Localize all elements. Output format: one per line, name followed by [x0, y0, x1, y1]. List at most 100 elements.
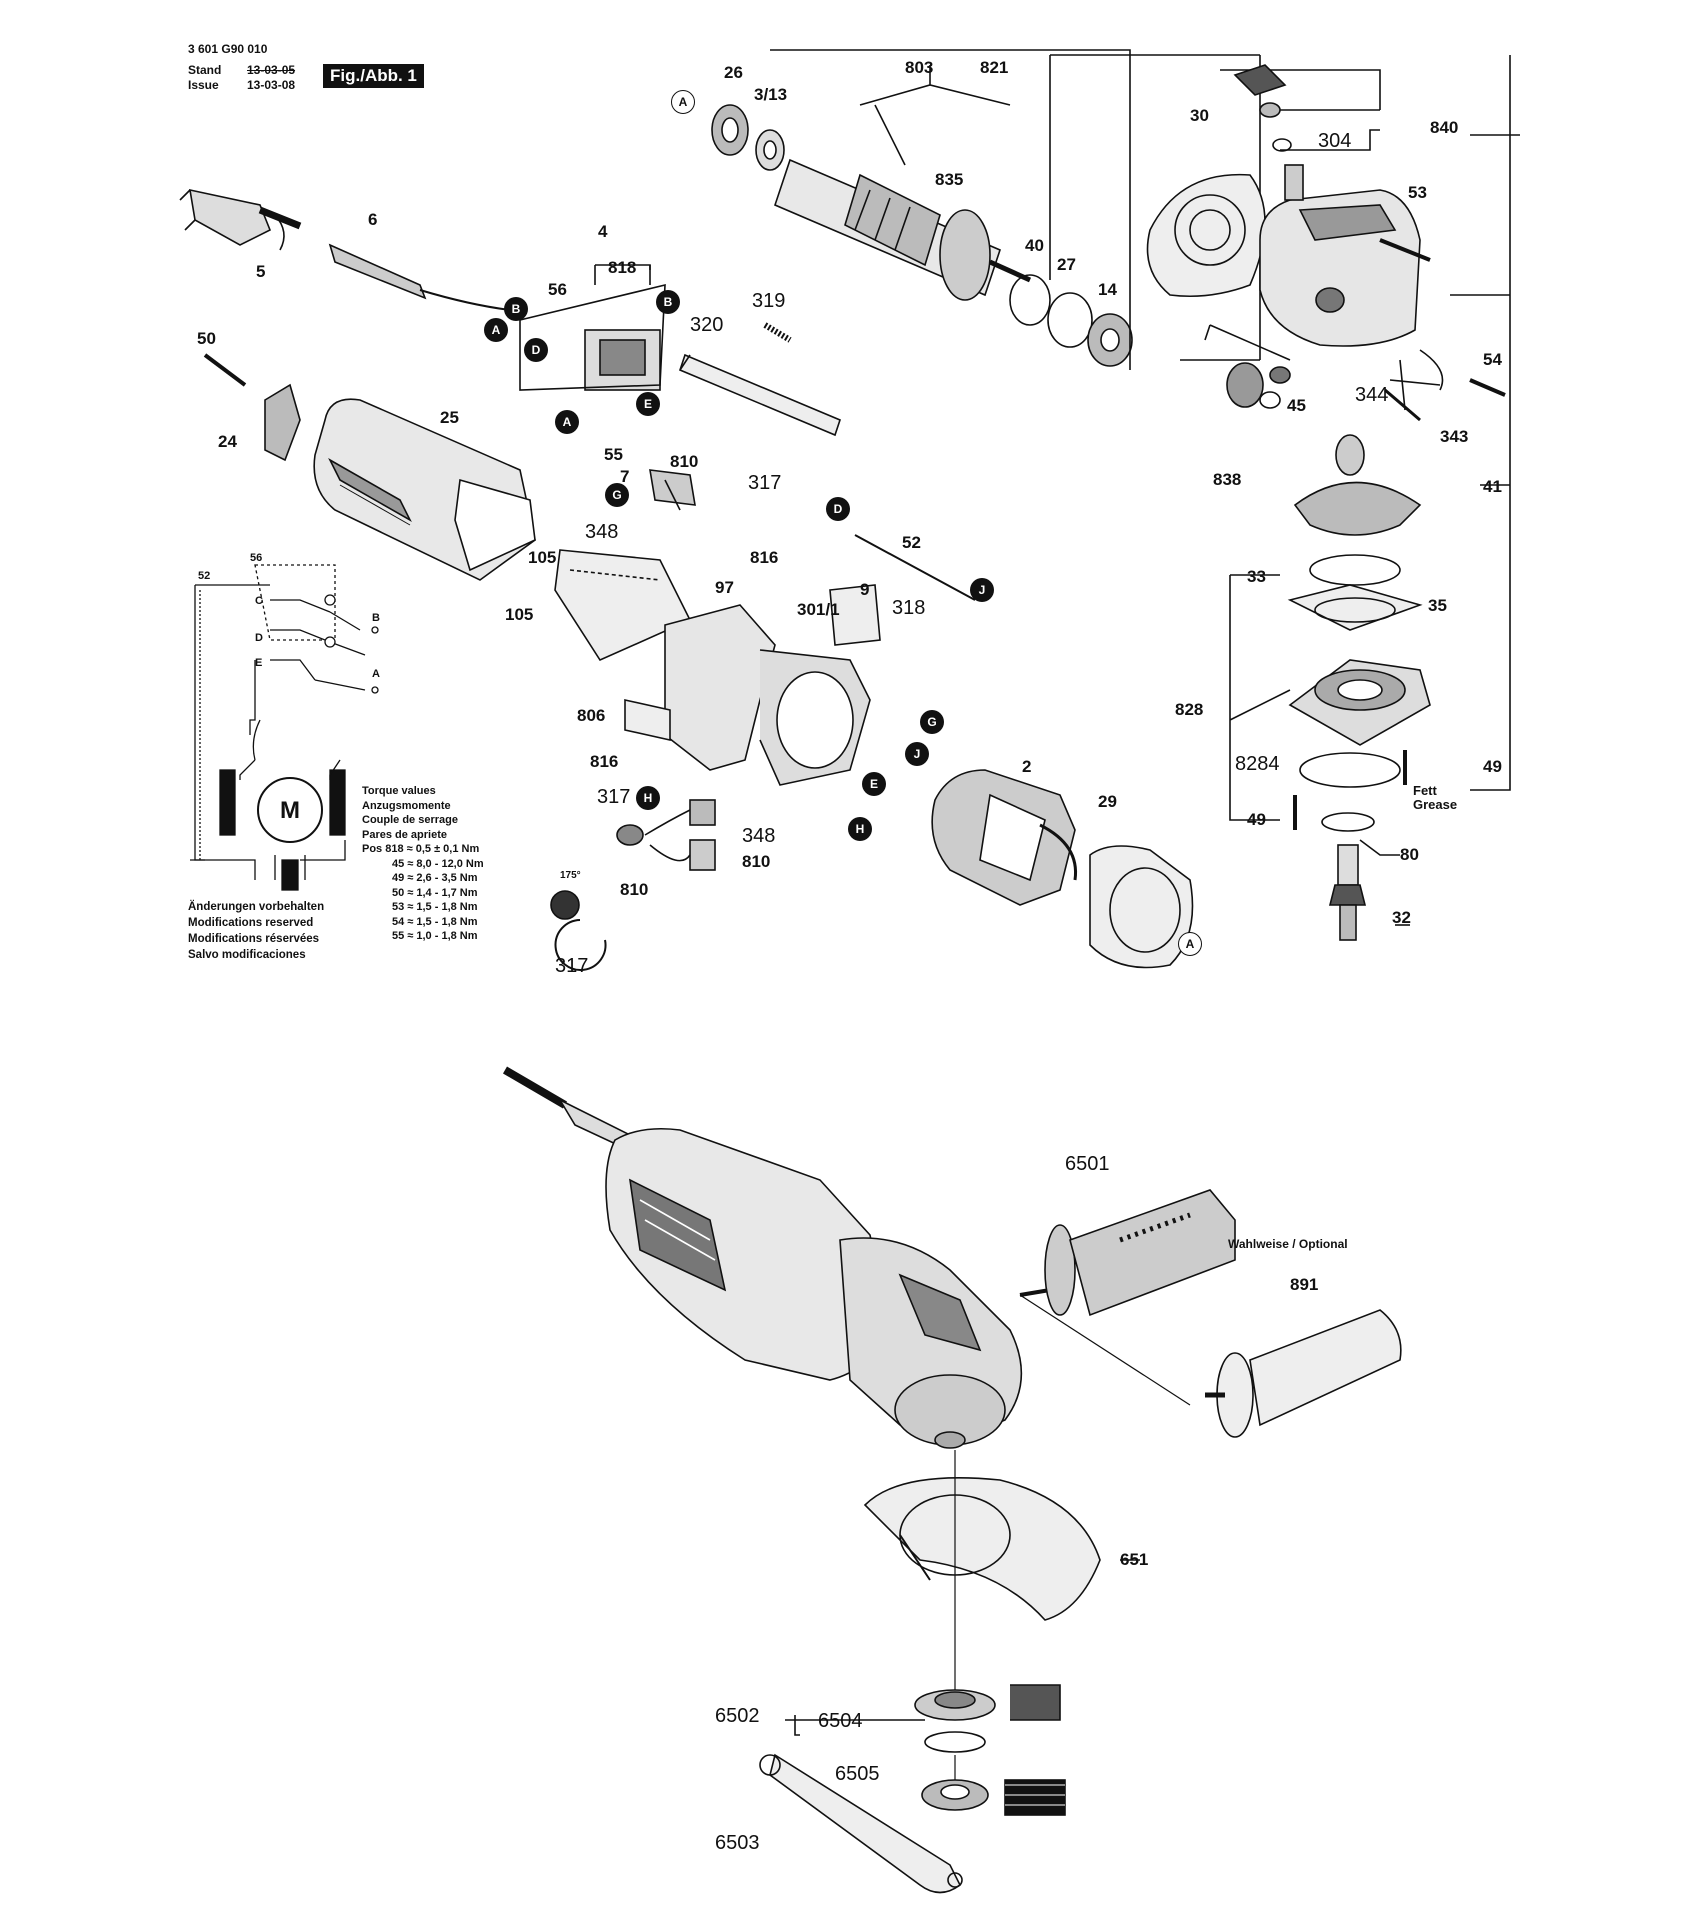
part-label-6505: 6505	[835, 1763, 880, 1785]
assembled-grinder-drawing	[502, 1066, 1023, 1449]
part-label-319: 319	[752, 290, 786, 312]
schematic-label-e: E	[255, 657, 263, 669]
part-label-810: 810	[670, 452, 699, 471]
part-label-318: 318	[892, 597, 926, 619]
part-label-8284: 8284	[1235, 753, 1280, 775]
callout-d-cable: D	[826, 497, 850, 521]
gear-housing-301-drawing	[664, 604, 871, 786]
motor-housing-drawing	[313, 398, 536, 581]
part-label-304: 304	[1318, 130, 1352, 152]
part-label-97: 97	[715, 578, 734, 597]
stand-label: Stand	[188, 63, 222, 77]
callout-e-switch: E	[636, 392, 660, 416]
switch-rod-320-drawing	[679, 353, 841, 437]
label-9-drawing	[829, 584, 881, 646]
field-stator-drawing	[931, 769, 1078, 906]
torque-title: Torque values Anzugsmomente Couple de se…	[362, 784, 458, 842]
torque-row: Pos 818 ≈ 0,5 ± 0,1 Nm	[362, 843, 480, 855]
callout-j-cable: J	[970, 578, 994, 602]
spindle-32-drawing	[1328, 844, 1367, 941]
part-label-3-13: 3/13	[754, 85, 788, 104]
part-label-835: 835	[935, 170, 964, 189]
part-label-35: 35	[1428, 596, 1447, 615]
part-label-301-1: 301/1	[797, 600, 840, 619]
fett-label: Fett	[1413, 783, 1437, 798]
grease-label: Grease	[1413, 797, 1458, 812]
part-label-40: 40	[1025, 236, 1044, 255]
note-de: Änderungen vorbehalten	[188, 901, 325, 913]
spanner-6503-drawing	[759, 1753, 963, 1894]
callout-g-stator: G	[920, 710, 944, 734]
torque-title-fr: Couple de serrage	[362, 814, 458, 826]
modification-notes: Änderungen vorbehalten Modifications res…	[188, 899, 324, 963]
part-label-54: 54	[1483, 350, 1502, 369]
washer-80-drawing	[1321, 812, 1375, 832]
circlip-40-drawing	[1009, 274, 1051, 326]
pinion-parts-drawing	[1204, 324, 1291, 409]
torque-row: 50 ≈ 1,4 - 1,7 Nm	[392, 886, 478, 899]
ring-6504-drawing	[924, 1731, 986, 1753]
part-label-56: 56	[548, 280, 567, 299]
torque-title-de: Anzugsmomente	[362, 799, 451, 812]
part-label-317-c: 317	[555, 955, 589, 977]
callout-e-stator: E	[862, 772, 886, 796]
part-label-828: 828	[1175, 700, 1204, 719]
carbon-brushes-drawing	[616, 799, 716, 871]
flange-6502-drawing	[914, 1684, 1061, 1721]
bearing-26-drawing	[711, 104, 749, 156]
torque-row: 54 ≈ 1,5 - 1,8 Nm	[392, 915, 478, 928]
switch-assembly-drawing	[519, 264, 666, 391]
part-label-348: 348	[585, 521, 619, 543]
part-label-55: 55	[604, 445, 623, 464]
callout-a-baffle: A	[1178, 932, 1202, 956]
schematic-label-c: C	[255, 595, 263, 607]
schematic-label-b: B	[372, 612, 380, 624]
part-label-803: 803	[905, 58, 934, 77]
issue-date: 13-03-08	[247, 78, 296, 92]
part-label-317-b: 317	[597, 786, 631, 808]
part-label-49-b: 49	[1247, 810, 1266, 829]
part-label-32: 32	[1392, 908, 1411, 927]
part-label-14: 14	[1098, 280, 1117, 299]
part-label-818: 818	[608, 258, 637, 277]
note-fr: Modifications réservées	[188, 933, 320, 945]
power-plug-drawing	[179, 188, 302, 251]
torque-title-en: Torque values	[362, 785, 436, 797]
part-label-9: 9	[860, 580, 870, 599]
callout-a-switch: A	[555, 410, 579, 434]
schematic-label-56: 56	[250, 552, 263, 564]
torque-row: 55 ≈ 1,0 - 1,8 Nm	[392, 930, 478, 942]
part-label-6503: 6503	[715, 1832, 760, 1854]
callout-b-cord: B	[504, 297, 528, 321]
part-label-344: 344	[1355, 384, 1389, 406]
callout-d-switch: D	[524, 338, 548, 362]
part-label-6: 6	[368, 210, 378, 229]
part-label-317: 317	[748, 472, 782, 494]
callout-a-cord: A	[484, 318, 508, 342]
cord-sleeve-drawing	[328, 243, 427, 300]
part-label-651: 651	[1120, 1550, 1149, 1569]
part-label-816: 816	[750, 548, 779, 567]
ring-27-drawing	[1047, 292, 1093, 348]
ring-3-13-drawing	[755, 129, 785, 171]
part-label-50: 50	[197, 329, 216, 348]
part-label-41: 41	[1483, 477, 1502, 496]
part-label-840: 840	[1430, 118, 1459, 137]
part-label-25: 25	[440, 408, 459, 427]
part-label-810-c: 810	[620, 880, 649, 899]
part-label-2: 2	[1022, 757, 1032, 776]
part-label-105-a: 105	[528, 548, 557, 567]
part-label-105-b: 105	[505, 605, 534, 624]
screw-54-drawing	[1469, 378, 1506, 397]
callout-h-brush: H	[636, 786, 660, 810]
lock-button-parts-drawing	[1233, 64, 1304, 201]
wiring-schematic-drawing	[190, 564, 379, 891]
part-label-6504: 6504	[818, 1710, 863, 1732]
armature-drawing	[774, 158, 1032, 301]
torque-row: 45 ≈ 8,0 - 12,0 Nm	[392, 857, 484, 870]
torque-title-es: Pares de apriete	[362, 828, 447, 841]
part-label-24: 24	[218, 432, 237, 451]
part-label-348-b: 348	[742, 825, 776, 847]
